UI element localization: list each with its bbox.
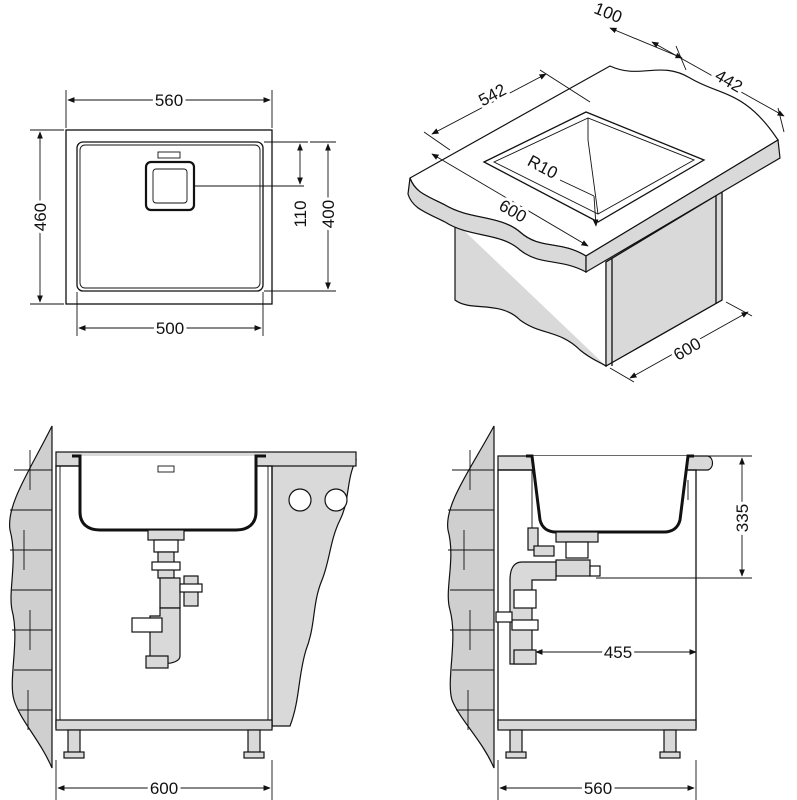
front-sink-bowl: [72, 454, 266, 532]
side-sink-bowl: [526, 454, 694, 534]
dim-depth-outer: 460: [31, 203, 50, 231]
top-view: 560 460 500 110 400: [28, 88, 341, 341]
front-view: 600: [8, 425, 357, 800]
sink-outer-rim: [65, 129, 273, 305]
dim-width-inner: 500: [156, 319, 184, 338]
side-view: 335 455 560: [447, 425, 755, 800]
dim-iso-cabinet-depth: 600: [670, 334, 704, 365]
dim-drain-offset: 110: [291, 200, 310, 227]
dim-side-cabinet-width: 560: [584, 779, 612, 798]
dim-side-drain-distance: 455: [604, 643, 632, 662]
dim-depth-inner: 400: [319, 200, 338, 228]
side-wall: [447, 425, 495, 769]
front-wall: [8, 425, 53, 769]
dim-iso-depth-bowl: 542: [475, 80, 509, 110]
sink-bowl: [76, 141, 264, 292]
dim-width-outer: 560: [155, 91, 183, 110]
dim-front-cabinet-width: 600: [150, 779, 178, 798]
dim-side-height: 335: [733, 504, 752, 532]
isometric-view: 542 100 442 R10 600 600: [407, 0, 785, 383]
dim-iso-offset: 100: [591, 0, 624, 27]
